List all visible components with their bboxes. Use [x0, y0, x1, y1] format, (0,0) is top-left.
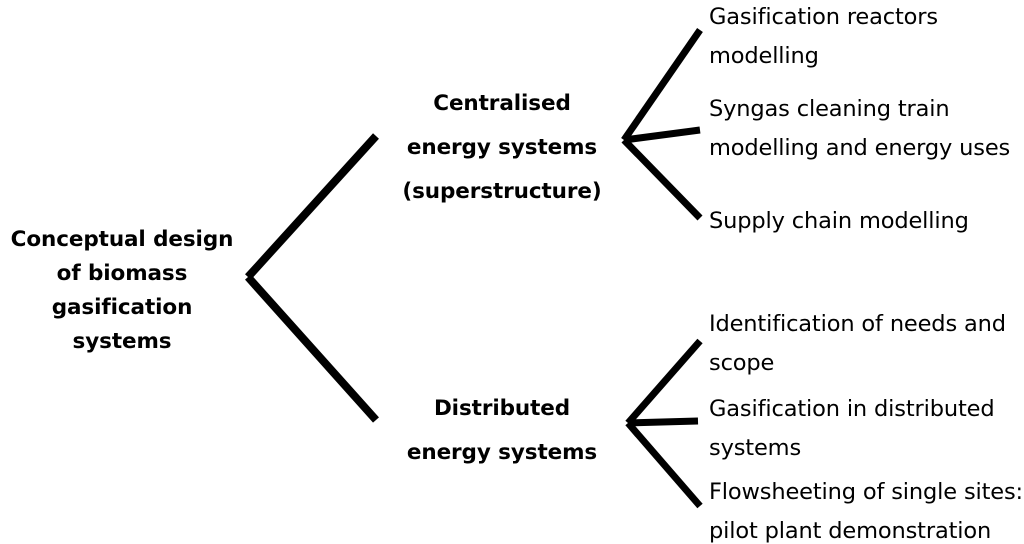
- branch-node-distributed: Distributed energy systems: [406, 396, 598, 465]
- leaf-node-supply-chain-modelling: Supply chain modelling: [709, 208, 969, 234]
- leaf-node-gasification-reactors-modelling: Gasification reactors modelling: [709, 4, 938, 69]
- connector-distributed-to-flowsheeting: [625, 420, 703, 509]
- root-node: Conceptual design of biomass gasificatio…: [10, 227, 234, 354]
- leaf-node-gasification-in-distributed-systems: Gasification in distributed systems: [709, 396, 995, 461]
- branch-node-centralised: Centralised energy systems (superstructu…: [402, 91, 602, 204]
- connector-distributed-to-gasification-distributed: [627, 417, 699, 427]
- leaf-node-identification-of-needs: Identification of needs and scope: [709, 311, 1006, 376]
- leaf-node-syngas-cleaning-train: Syngas cleaning train modelling and ener…: [709, 96, 1011, 161]
- connector-root-to-distributed: [245, 274, 379, 423]
- connector-centralised-to-reactors: [621, 28, 703, 142]
- connector-centralised-to-syngas: [623, 126, 701, 144]
- leaf-node-flowsheeting-of-single-sites: Flowsheeting of single sites: pilot plan…: [709, 479, 1023, 544]
- connector-centralised-to-supply-chain: [621, 137, 703, 221]
- connector-distributed-to-identification: [625, 338, 703, 426]
- connector-root-to-centralised: [245, 133, 379, 280]
